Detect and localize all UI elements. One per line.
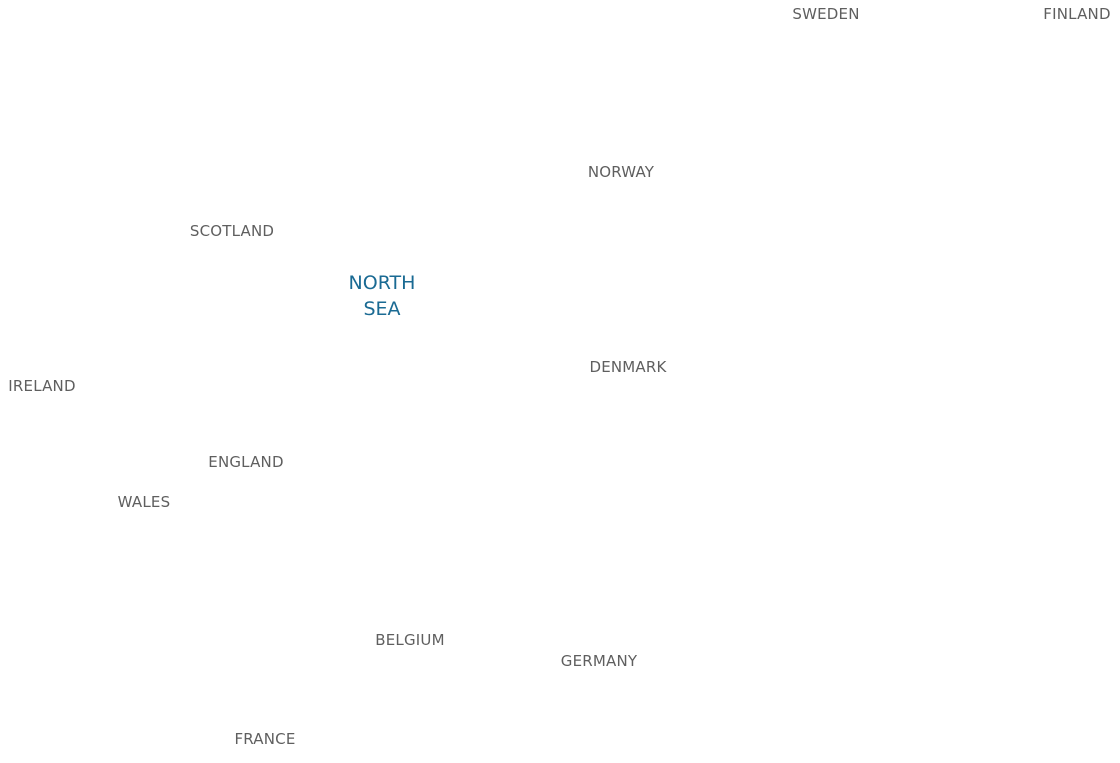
country-label-wales: WALES xyxy=(117,493,171,511)
country-label-england: ENGLAND xyxy=(208,453,284,471)
sea-label-line-1: NORTH xyxy=(348,272,416,294)
country-label-scotland: SCOTLAND xyxy=(189,222,275,240)
country-label-finland: FINLAND xyxy=(1043,5,1111,23)
country-label-sweden: SWEDEN xyxy=(792,5,860,23)
country-label-france: FRANCE xyxy=(234,730,296,748)
country-label-belgium: BELGIUM xyxy=(375,631,445,649)
sea-label-north-sea: NORTH SEA xyxy=(349,270,416,322)
country-label-ireland: IRELAND xyxy=(8,377,76,395)
country-label-denmark: DENMARK xyxy=(589,358,667,376)
country-label-norway: NORWAY xyxy=(587,163,655,181)
sea-label-line-2: SEA xyxy=(363,298,401,320)
country-label-germany: GERMANY xyxy=(560,652,638,670)
